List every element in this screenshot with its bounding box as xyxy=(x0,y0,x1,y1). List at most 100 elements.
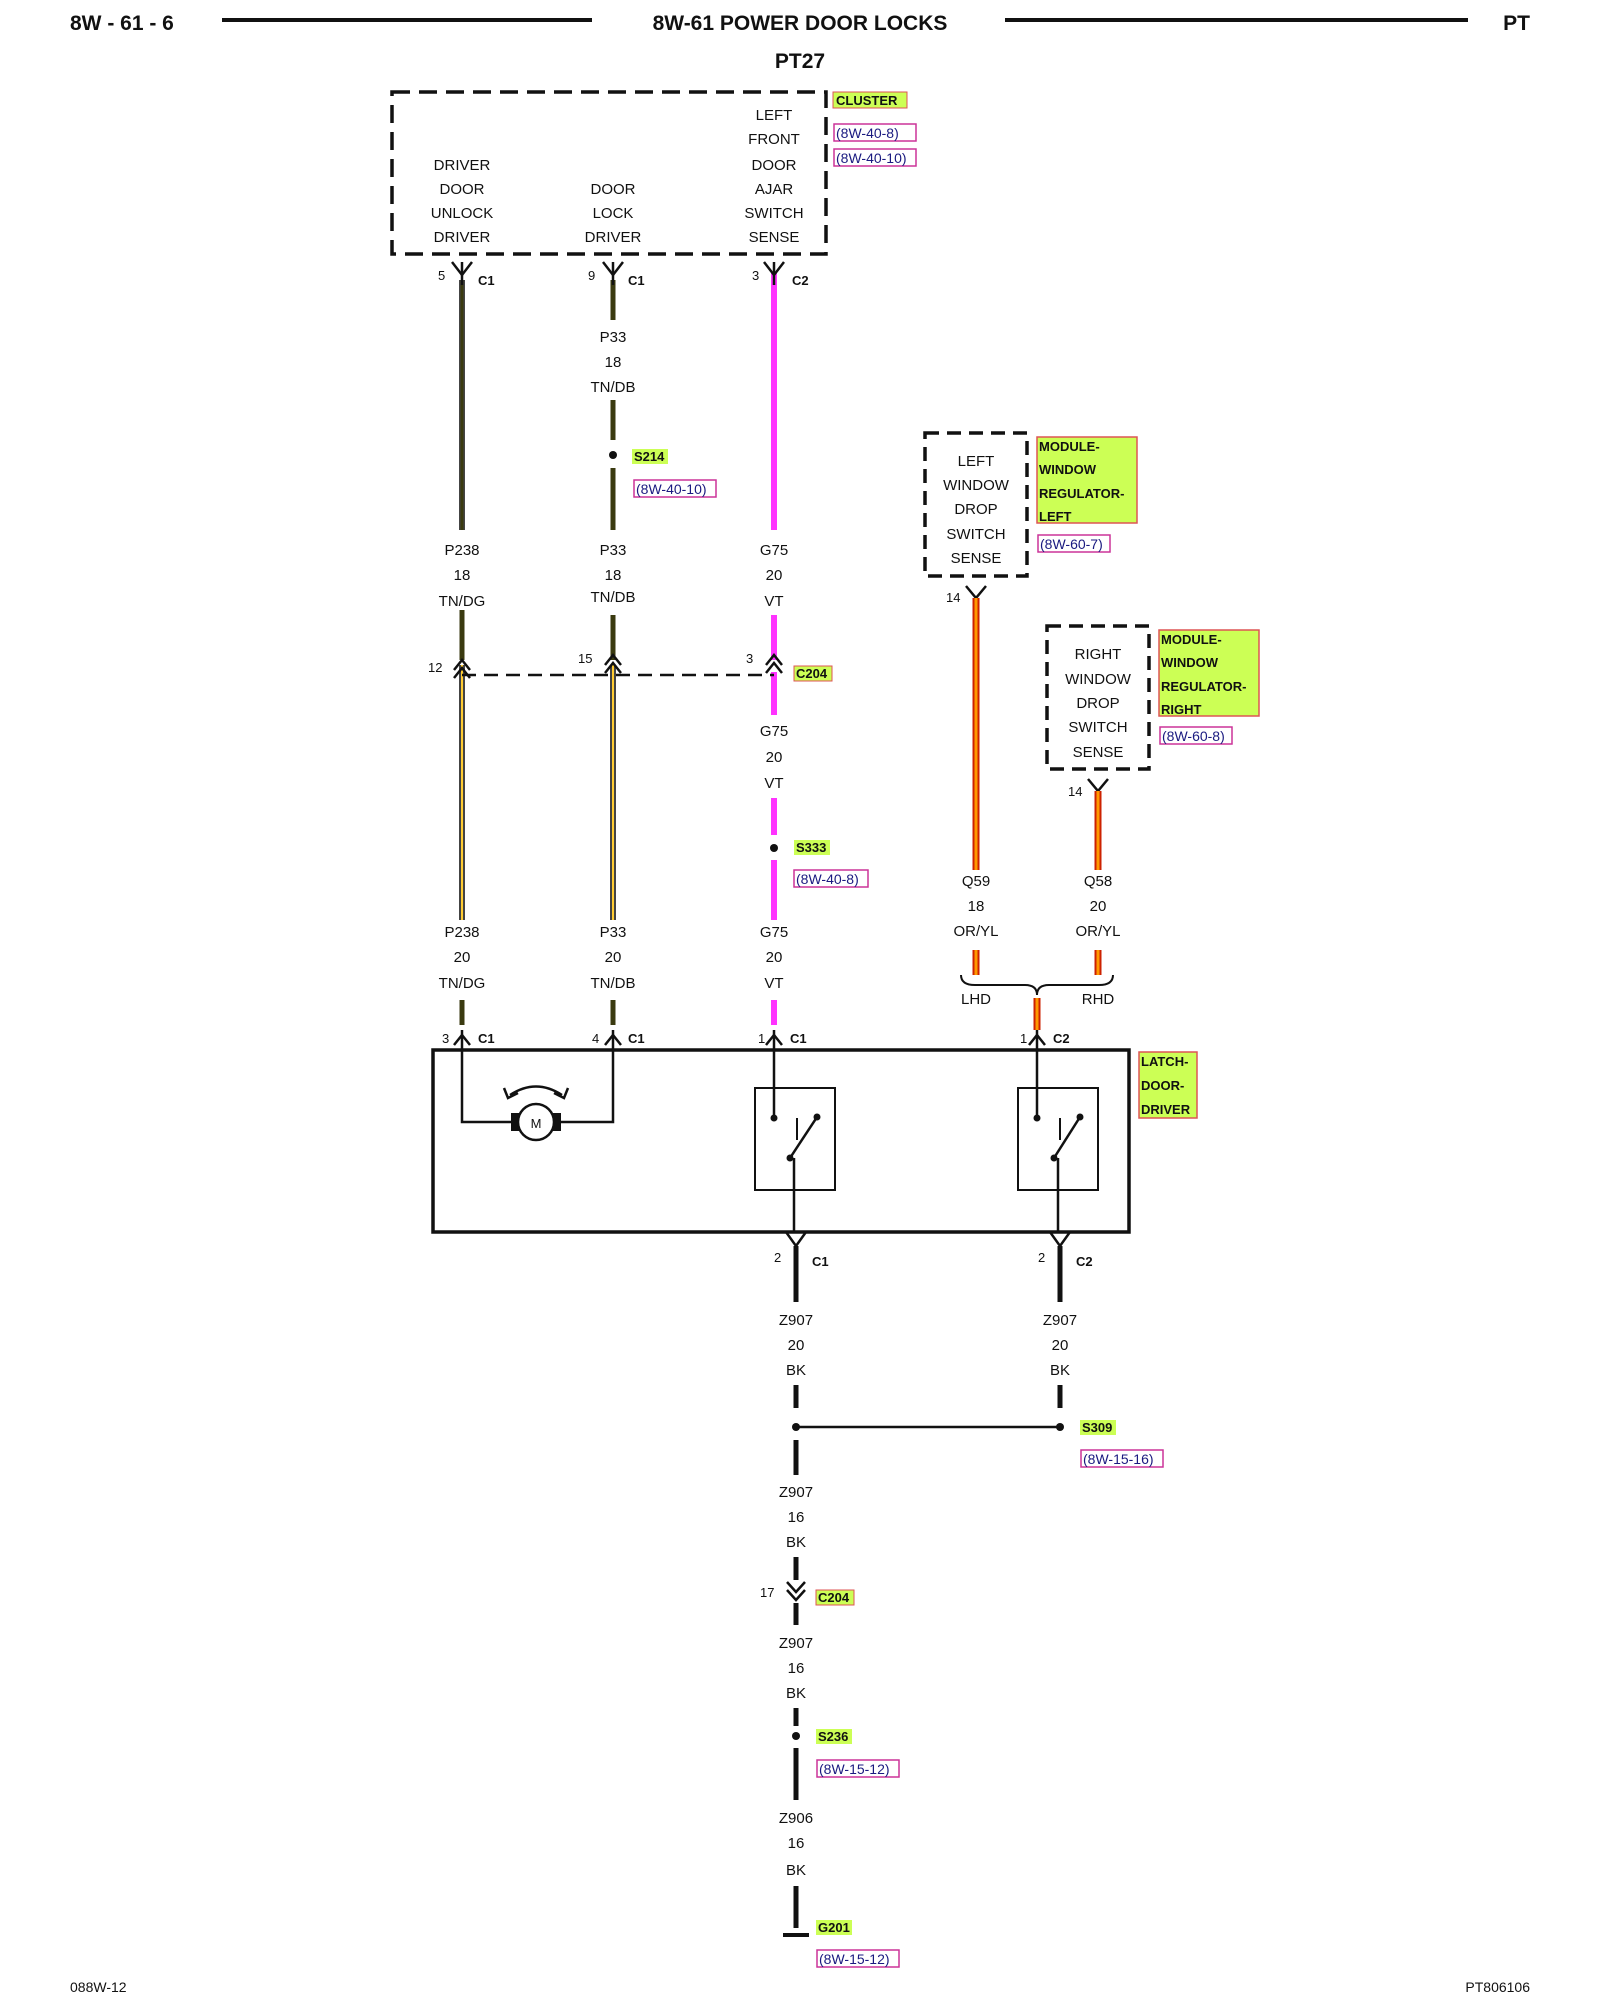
splice-s333-ref: (8W-40-8) xyxy=(796,871,859,887)
motor-icon xyxy=(516,1102,556,1142)
pin-c204-2: 15 xyxy=(578,651,592,666)
pin-latch-b2: 2 xyxy=(1038,1250,1045,1265)
wire-p33-a-code: P33 xyxy=(600,329,627,346)
wire-g75-lower-gauge: 20 xyxy=(766,949,783,966)
splice-s236-label: S236 xyxy=(818,1729,848,1744)
splice-s214-label: S214 xyxy=(634,449,665,464)
wire-z907-a-code: Z907 xyxy=(779,1312,813,1329)
conn-latch-b-c2: C2 xyxy=(1076,1254,1093,1269)
module-left-line1: LEFT xyxy=(958,453,995,470)
ground-g201-label: G201 xyxy=(818,1920,850,1935)
latch-badge-2: DOOR- xyxy=(1141,1078,1184,1093)
module-left-line4: SWITCH xyxy=(946,526,1005,543)
page-header: 8W - 61 - 6 8W-61 POWER DOOR LOCKS PT PT… xyxy=(70,12,1530,73)
footer-left: 088W-12 xyxy=(70,1979,127,1995)
cluster-block: DRIVER DOOR UNLOCK DRIVER DOOR LOCK DRIV… xyxy=(390,90,917,256)
wire-z907-d-code: Z907 xyxy=(779,1635,813,1652)
wire-g75-b-gauge: 20 xyxy=(766,749,783,766)
pin-latch-b1: 2 xyxy=(774,1250,781,1265)
pin-c204-1: 12 xyxy=(428,660,442,675)
cluster-col1-line4: DRIVER xyxy=(434,229,491,246)
cluster-ref-1: (8W-40-8) xyxy=(836,125,899,141)
wire-p33-lower-gauge: 20 xyxy=(605,949,622,966)
wire-g75-b-color: VT xyxy=(764,775,783,792)
wire-p33-b-gauge: 18 xyxy=(605,567,622,584)
wire-z907-b-gauge: 20 xyxy=(1052,1337,1069,1354)
lhd-rhd-selector: LHD RHD xyxy=(960,974,1115,1030)
wire-g75-b-code: G75 xyxy=(760,723,788,740)
wire-q58-code: Q58 xyxy=(1084,873,1112,890)
conn-latch-c1c: C1 xyxy=(790,1031,807,1046)
pin-cluster-3: 3 xyxy=(752,268,759,283)
cluster-col2-line3: DRIVER xyxy=(585,229,642,246)
latch-badge-3: DRIVER xyxy=(1141,1102,1191,1117)
module-right-badge-1: MODULE- xyxy=(1161,632,1222,647)
wire-z907-c-color: BK xyxy=(786,1534,806,1551)
module-right-badge-2: WINDOW xyxy=(1161,655,1219,670)
wire-p33-b-code: P33 xyxy=(600,542,627,559)
module-left-ref: (8W-60-7) xyxy=(1040,536,1103,552)
cluster-col3-line2: FRONT xyxy=(748,131,800,148)
module-right-line2: WINDOW xyxy=(1065,671,1132,688)
module-left-badge-3: REGULATOR- xyxy=(1039,486,1124,501)
c204-label-upper: C204 xyxy=(796,666,828,681)
module-window-right: RIGHT WINDOW DROP SWITCH SENSE MODULE- W… xyxy=(1045,624,1260,975)
cluster-col2-line1: DOOR xyxy=(591,181,636,198)
footer-right: PT806106 xyxy=(1465,1979,1530,1995)
wire-z907-d-color: BK xyxy=(786,1685,806,1702)
module-right-line3: DROP xyxy=(1076,695,1119,712)
conn-latch-c2: C2 xyxy=(1053,1031,1070,1046)
wire-z906-gauge: 16 xyxy=(788,1835,805,1852)
splice-s309-ref: (8W-15-16) xyxy=(1083,1451,1154,1467)
pin-module-right: 14 xyxy=(1068,784,1082,799)
wire-p33-a-gauge: 18 xyxy=(605,354,622,371)
module-right-line4: SWITCH xyxy=(1068,719,1127,736)
splice-s236-ref: (8W-15-12) xyxy=(819,1761,890,1777)
platform-code: PT xyxy=(1503,12,1530,35)
pin-cluster-1: 5 xyxy=(438,268,445,283)
wire-z906-color: BK xyxy=(786,1862,806,1879)
wire-g75-lower-color: VT xyxy=(764,975,783,992)
page-subtitle: PT27 xyxy=(775,50,825,73)
cluster-col1-line3: UNLOCK xyxy=(431,205,494,222)
pin-cluster-2: 9 xyxy=(588,268,595,283)
latch-block: LATCH- DOOR- DRIVER 3 C1 4 C1 1 C1 1 C2 … xyxy=(431,1030,1198,1269)
module-right-ref: (8W-60-8) xyxy=(1162,728,1225,744)
wire-g75-a-gauge: 20 xyxy=(766,567,783,584)
wire-p238-gauge: 18 xyxy=(454,567,471,584)
wire-q58-gauge: 20 xyxy=(1090,898,1107,915)
wire-p33: 9 C1 P33 18 TN/DB P33 18 TN/DB P33 20 TN… xyxy=(578,261,717,1025)
wire-z907-c-gauge: 16 xyxy=(788,1509,805,1526)
pin-c204-b: 17 xyxy=(760,1585,774,1600)
wire-q59-code: Q59 xyxy=(962,873,990,890)
module-right-line5: SENSE xyxy=(1073,744,1124,761)
wire-p33-lower-code: P33 xyxy=(600,924,627,941)
ground-circuit: Z907 20 BK Z907 20 BK S309 (8W-15-16) Z9… xyxy=(760,1246,1164,1968)
rhd-label: RHD xyxy=(1082,991,1115,1008)
cluster-col3-line4: AJAR xyxy=(755,181,794,198)
pin-latch-2: 4 xyxy=(592,1031,599,1046)
cluster-col3-line5: SWITCH xyxy=(744,205,803,222)
wire-z907-c-code: Z907 xyxy=(779,1484,813,1501)
wire-q59-gauge: 18 xyxy=(968,898,985,915)
wire-z907-a-color: BK xyxy=(786,1362,806,1379)
splice-s309-label: S309 xyxy=(1082,1420,1112,1435)
module-right-badge-4: RIGHT xyxy=(1161,702,1202,717)
splice-s333-label: S333 xyxy=(796,840,826,855)
module-left-line5: SENSE xyxy=(951,550,1002,567)
conn-latch-c1b: C1 xyxy=(628,1031,645,1046)
cluster-col3-line3: DOOR xyxy=(752,157,797,174)
wire-q59-color: OR/YL xyxy=(953,923,998,940)
cluster-ref-2: (8W-40-10) xyxy=(836,150,907,166)
ground-g201-ref: (8W-15-12) xyxy=(819,1951,890,1967)
wire-z907-b-code: Z907 xyxy=(1043,1312,1077,1329)
wire-z907-b-color: BK xyxy=(1050,1362,1070,1379)
latch-badge-1: LATCH- xyxy=(1141,1054,1188,1069)
cluster-col1-line2: DOOR xyxy=(440,181,485,198)
wire-z906-code: Z906 xyxy=(779,1810,813,1827)
pin-module-left: 14 xyxy=(946,590,960,605)
wire-g75-lower-code: G75 xyxy=(760,924,788,941)
wire-p238-color: TN/DG xyxy=(439,593,486,610)
module-right-line1: RIGHT xyxy=(1075,646,1122,663)
